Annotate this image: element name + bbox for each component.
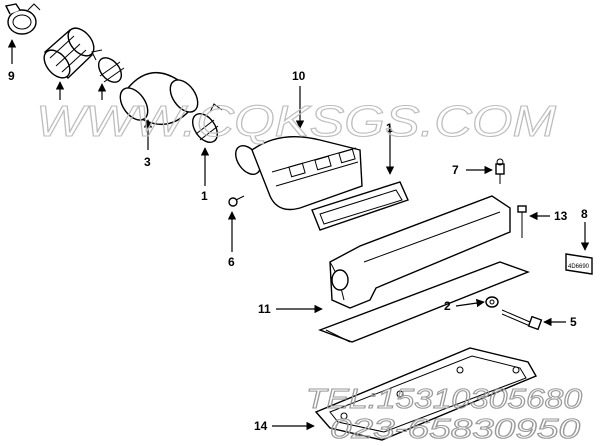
gasket-part-1 bbox=[311, 181, 409, 231]
leader-lines bbox=[7, 39, 590, 431]
hose-clamp-part-1 bbox=[191, 103, 223, 144]
fitting-part-7 bbox=[495, 158, 505, 184]
coupling-sleeve bbox=[43, 27, 95, 80]
callout-7: 7 bbox=[452, 163, 459, 177]
hose-clamp-mid bbox=[91, 49, 125, 83]
watermark-phone: 023-65830950 bbox=[330, 413, 581, 444]
callout-2: 2 bbox=[444, 299, 451, 313]
callout-9: 9 bbox=[8, 69, 15, 83]
watermark-site: WWW.CQKSGS.COM bbox=[36, 97, 556, 146]
bolt-part-13 bbox=[517, 205, 527, 238]
callout-14: 14 bbox=[254, 419, 268, 433]
callout-1-gasket: 1 bbox=[386, 121, 393, 135]
callout-3: 3 bbox=[144, 155, 151, 169]
callout-8: 8 bbox=[581, 207, 588, 221]
intake-elbow-part-10 bbox=[234, 135, 363, 211]
callout-5: 5 bbox=[570, 315, 577, 329]
callout-10: 10 bbox=[292, 69, 306, 83]
gasket-part-14 bbox=[314, 347, 538, 441]
hose-clamp-part-9 bbox=[4, 3, 41, 35]
plate-text: 4D6690 bbox=[568, 264, 590, 270]
intake-cover-part-11 bbox=[318, 195, 530, 343]
callout-11: 11 bbox=[258, 302, 271, 316]
washer-part-2 bbox=[485, 296, 499, 308]
callout-13: 13 bbox=[554, 209, 568, 223]
bolt-part-5 bbox=[501, 309, 543, 331]
name-plate-part-8: 4D6690 bbox=[565, 253, 593, 275]
watermark-tel: TEL:15310305680 bbox=[306, 383, 582, 414]
callout-6: 6 bbox=[228, 255, 235, 269]
callout-labels: 9 3 1 10 1 6 7 8 13 2 5 11 14 bbox=[8, 69, 588, 433]
callout-1-clamp: 1 bbox=[201, 189, 208, 203]
bolt-part-6 bbox=[228, 195, 245, 207]
hose-part-3 bbox=[119, 71, 199, 126]
